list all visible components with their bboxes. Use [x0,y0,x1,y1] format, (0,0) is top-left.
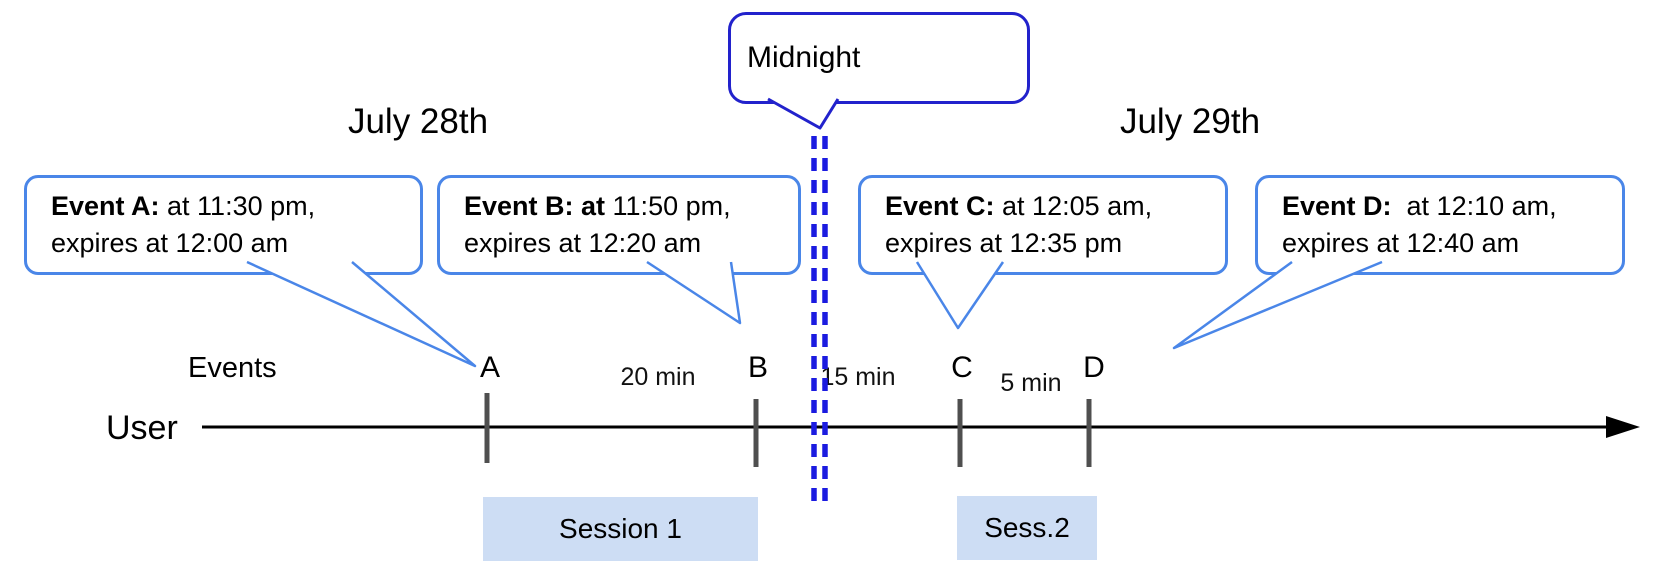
date-july-29: July 29th [1119,102,1261,141]
event-a-line1: Event A: at 11:30 pm, [51,191,316,221]
event-d-line2: expires at 12:40 am [1282,228,1520,258]
event-d-callout: Event D: at 12:10 am, expires at 12:40 a… [1255,175,1625,275]
event-c-line2: expires at 12:35 pm [885,228,1123,258]
session-1-box: Session 1 [483,497,758,561]
interval-20min-label: 20 min [620,363,696,391]
user-axis-label: User [106,409,178,447]
tick-label-c: C [951,351,973,384]
event-a-line2: expires at 12:00 am [51,228,289,258]
tick-label-a: A [479,351,500,384]
tick-label-b: B [747,351,768,384]
event-d-line1: Event D: at 12:10 am, [1282,191,1557,221]
tick-label-d: D [1083,351,1105,384]
event-b-line2: expires at 12:20 am [464,228,702,258]
interval-5min-label: 5 min [1000,369,1062,397]
midnight-callout: Midnight [728,12,1030,104]
session-2-box: Sess.2 [957,496,1097,560]
event-c-callout: Event C: at 12:05 am, expires at 12:35 p… [858,175,1228,275]
session-1-label: Session 1 [559,513,682,544]
session-2-label: Sess.2 [984,512,1070,543]
interval-15min-label: 15 min [820,363,896,391]
event-b-line1: Event B: at 11:50 pm, [464,191,731,221]
event-c-line1: Event C: at 12:05 am, [885,191,1153,221]
timeline-arrowhead-icon [1606,416,1640,438]
date-july-28: July 28th [347,102,489,141]
event-a-callout-tail [246,260,477,368]
events-axis-label: Events [188,352,277,384]
event-a-callout: Event A: at 11:30 pm, expires at 12:00 a… [24,175,423,275]
event-b-callout: Event B: at 11:50 pm, expires at 12:20 a… [437,175,801,275]
midnight-label: Midnight [747,41,861,74]
